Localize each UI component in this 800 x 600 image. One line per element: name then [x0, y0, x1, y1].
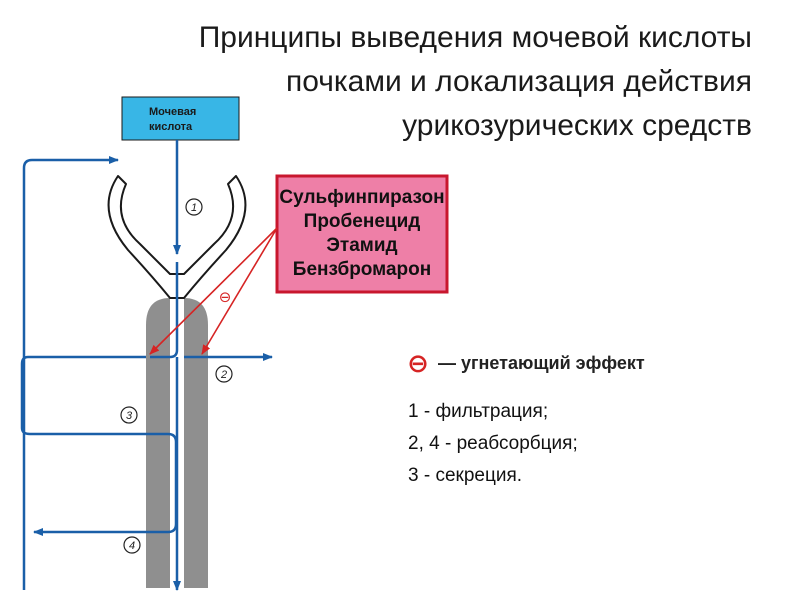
page-title: Принципы выведения мочевой кислоты почка…	[32, 16, 752, 148]
key-item-2: 2, 4 - реабсорбция;	[408, 433, 578, 454]
legend-text: — угнетающий эффект	[438, 353, 645, 373]
inhibit-symbol: ⊖	[219, 288, 232, 306]
drug-item-3: Этамид	[326, 235, 397, 256]
tubule-wall-right	[184, 298, 208, 588]
pathway-number-3: 3	[120, 406, 138, 424]
secretion-path-3	[20, 355, 178, 536]
pathway-number-4: 4	[123, 536, 141, 554]
uric-acid-box	[121, 96, 240, 141]
legend: ⊖ — угнетающий эффект	[407, 349, 645, 379]
pathway-number-2-label: 2	[220, 369, 227, 381]
title-line-1: Принципы выведения мочевой кислоты	[198, 21, 752, 54]
pathway-number-1: 1	[185, 198, 203, 216]
pathway-number-3-label: 3	[126, 410, 133, 422]
inhibition-arrow-secretion	[149, 227, 278, 355]
drug-item-2: Пробенецид	[304, 211, 421, 232]
title-line-3: урикозурических средств	[402, 109, 752, 142]
key-item-1: 1 - фильтрация;	[408, 401, 549, 422]
pathway-number-4-label: 4	[129, 540, 135, 552]
key-item-3: 3 - секреция.	[408, 465, 523, 486]
drug-item-1: Сульфинпиразон	[279, 187, 444, 208]
tubule-wall-left	[146, 298, 170, 588]
filtration-tube-path	[150, 262, 179, 359]
title-line-2: почками и локализация действия	[285, 65, 752, 98]
pathway-number-2: 2	[215, 365, 233, 383]
glomerular-capsule	[107, 175, 247, 299]
pathway-number-1-label: 1	[191, 202, 197, 214]
uric-acid-label-line-2: кислота	[149, 121, 193, 133]
legend-symbol: ⊖	[407, 349, 429, 379]
inhibition-arrow-reabsorption	[201, 227, 278, 355]
drug-item-4: Бензбромарон	[293, 259, 431, 280]
pathway-key-list: 1 - фильтрация; 2, 4 - реабсорбция; 3 - …	[408, 396, 578, 492]
drugs-box	[275, 174, 449, 294]
uric-acid-label-line-1: Мочевая	[149, 106, 196, 118]
flow-paths	[20, 140, 273, 591]
blood-return-path	[22, 156, 119, 590]
inhibition-arrows	[149, 227, 278, 355]
